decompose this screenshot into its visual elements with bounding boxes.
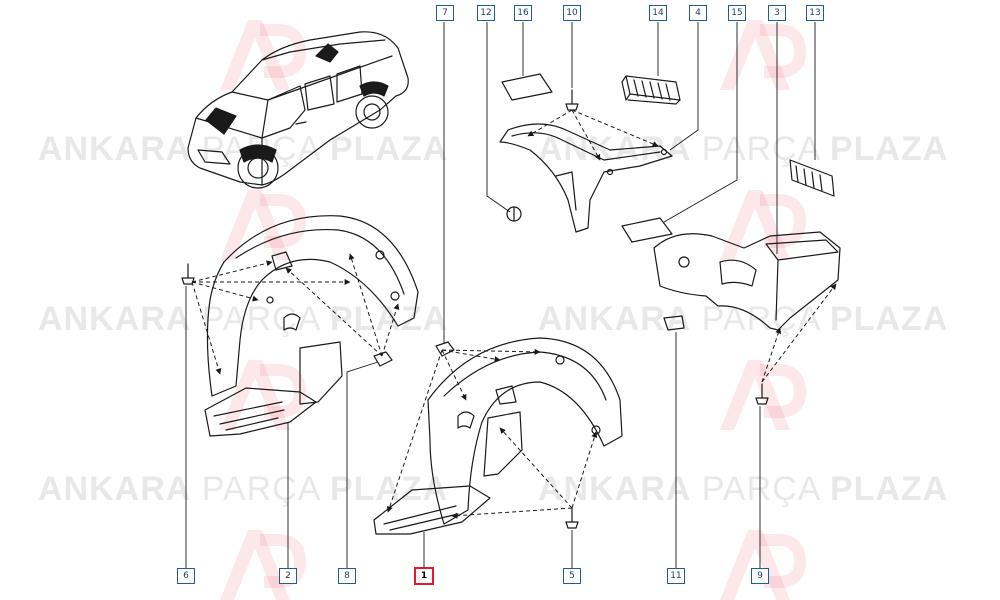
callout-1-highlighted: 1 xyxy=(414,567,434,585)
callout-label: 11 xyxy=(670,571,682,581)
leader-lines xyxy=(185,22,816,568)
callout-label: 8 xyxy=(344,571,350,581)
callout-label: 16 xyxy=(517,8,529,18)
callout-label: 5 xyxy=(569,571,575,581)
callout-13: 13 xyxy=(806,5,824,21)
callout-7: 7 xyxy=(436,5,454,21)
callout-8: 8 xyxy=(338,568,356,584)
callout-label: 6 xyxy=(183,571,189,581)
part-12-clip xyxy=(506,206,522,222)
callout-9: 9 xyxy=(751,568,769,584)
callout-label: 13 xyxy=(809,8,821,18)
callout-label: 7 xyxy=(442,8,448,18)
part-14-grille xyxy=(621,75,681,105)
part-13-grille xyxy=(789,159,835,197)
part-15-pad xyxy=(621,217,673,243)
callout-12: 12 xyxy=(477,5,495,21)
callout-label: 12 xyxy=(480,8,492,18)
part-9-screw xyxy=(755,383,769,405)
part-10-screw xyxy=(565,89,579,111)
callout-label: 14 xyxy=(652,8,664,18)
callout-label: 4 xyxy=(695,8,701,18)
part-6-screw xyxy=(181,263,195,285)
callout-5: 5 xyxy=(563,568,581,584)
fastener-arrows xyxy=(191,109,837,519)
callout-label: 9 xyxy=(757,571,763,581)
part-8-clip xyxy=(373,351,393,367)
part-1-wheel-arch-liner xyxy=(373,337,623,535)
callout-label: 2 xyxy=(285,571,291,581)
part-4-deflector xyxy=(499,123,673,233)
callout-6: 6 xyxy=(177,568,195,584)
part-16-pad xyxy=(501,73,553,101)
callout-label: 10 xyxy=(566,8,578,18)
part-5-screw xyxy=(565,507,579,529)
callout-15: 15 xyxy=(728,5,746,21)
callout-2: 2 xyxy=(279,568,297,584)
callout-16: 16 xyxy=(514,5,532,21)
car-illustration xyxy=(187,31,409,189)
part-7-clip xyxy=(435,341,455,357)
watermark-logo xyxy=(220,20,800,600)
callout-label: 1 xyxy=(420,571,428,581)
part-3-duct xyxy=(653,231,841,331)
callout-14: 14 xyxy=(649,5,667,21)
part-11-clip xyxy=(663,315,685,331)
callout-4: 4 xyxy=(689,5,707,21)
callout-label: 3 xyxy=(774,8,780,18)
callout-label: 15 xyxy=(731,8,743,18)
callout-11: 11 xyxy=(667,568,685,584)
callout-3: 3 xyxy=(768,5,786,21)
callout-10: 10 xyxy=(563,5,581,21)
